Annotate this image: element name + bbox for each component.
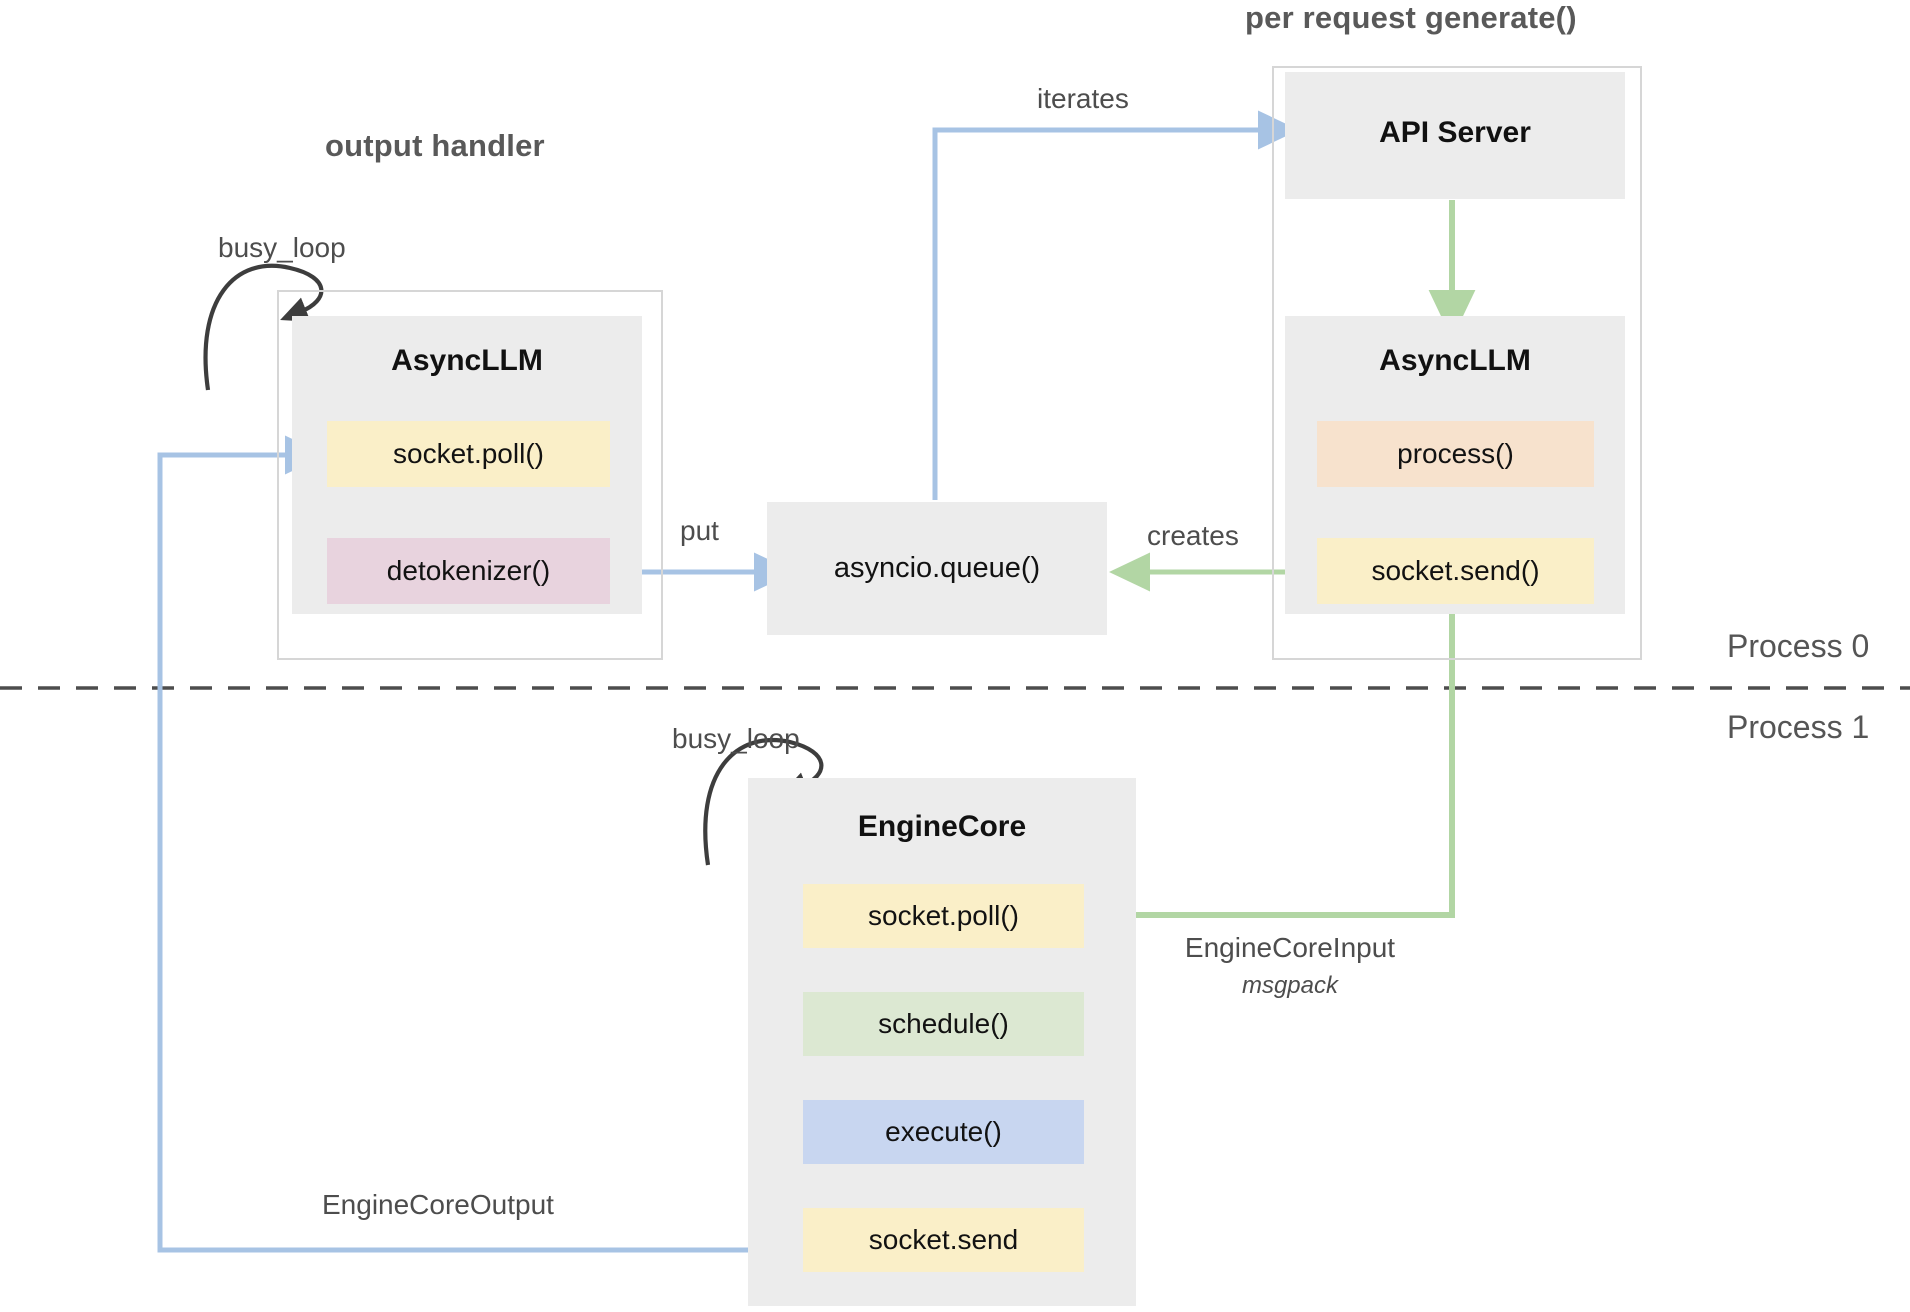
block-title-api-server: API Server — [1379, 116, 1531, 149]
edge-label-busy-loop-left: busy_loop — [218, 232, 346, 263]
edge-label-engine-core-output: EngineCoreOutput — [322, 1189, 554, 1220]
pill-socket-poll-engine[interactable]: socket.poll() — [803, 884, 1084, 948]
edge-label-busy-loop-engine: busy_loop — [672, 723, 800, 754]
pill-detokenizer[interactable]: detokenizer() — [327, 538, 610, 604]
pill-socket-send-right[interactable]: socket.send() — [1317, 538, 1594, 604]
per-request-generate-frame — [1272, 66, 1642, 660]
block-title-engine-core: EngineCore — [857, 810, 1027, 843]
box-asyncio-queue[interactable]: asyncio.queue() — [767, 502, 1107, 635]
pill-process[interactable]: process() — [1317, 421, 1594, 487]
edge-label-creates: creates — [1147, 520, 1239, 551]
pill-label: socket.poll() — [393, 438, 544, 469]
pill-label: process() — [1397, 438, 1514, 469]
pill-label: detokenizer() — [386, 555, 551, 586]
pill-label: schedule() — [878, 1008, 1009, 1039]
pill-label: execute() — [885, 1116, 1002, 1147]
edge-label-put: put — [680, 515, 719, 546]
pill-execute[interactable]: execute() — [803, 1100, 1084, 1164]
group-title-output-handler: output handler — [325, 128, 545, 163]
pill-label: socket.poll() — [868, 900, 1019, 931]
block-title-async-llm-right: AsyncLLM — [1379, 344, 1531, 377]
block-title-async-llm-left: AsyncLLM — [391, 344, 543, 377]
pill-label: socket.send — [868, 1224, 1019, 1255]
edge-label-iterates: iterates — [1037, 83, 1129, 114]
pill-label: socket.send() — [1371, 555, 1540, 586]
edge-label-engine-core-input: EngineCoreInput — [1184, 932, 1396, 963]
output-handler-frame — [277, 290, 663, 660]
block-api-server: API Server — [1285, 72, 1625, 199]
edge-sublabel-msgpack: msgpack — [1241, 972, 1339, 999]
iterates-arrow — [932, 110, 1299, 500]
pill-socket-send-engine[interactable]: socket.send — [803, 1208, 1084, 1272]
pill-schedule[interactable]: schedule() — [803, 992, 1084, 1056]
pill-socket-poll-left[interactable]: socket.poll() — [327, 421, 610, 487]
process-label-bottom: Process 1 — [1727, 709, 1870, 745]
box-label: asyncio.queue() — [833, 552, 1041, 584]
process-label-top: Process 0 — [1727, 628, 1870, 664]
group-title-per-request-generate: per request generate() — [1245, 0, 1577, 35]
